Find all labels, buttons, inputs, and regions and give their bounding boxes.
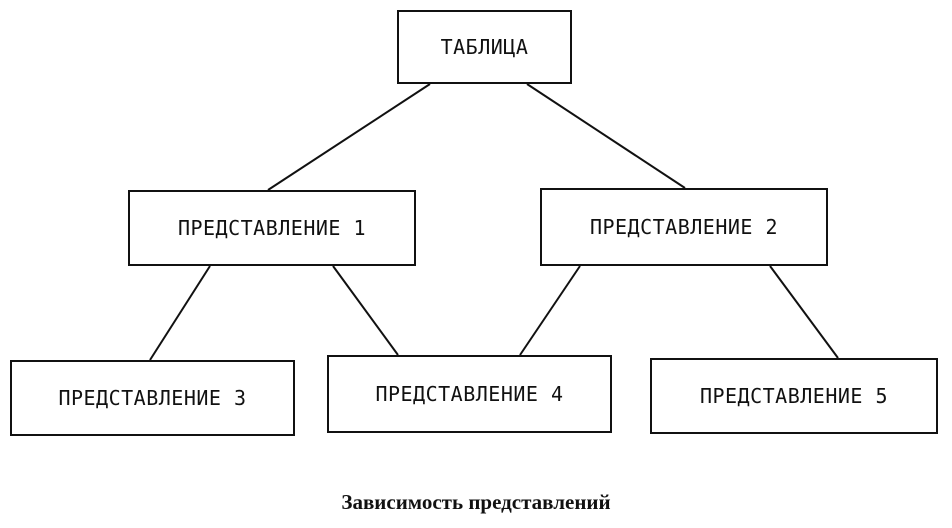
node-view-3: ПРЕДСТАВЛЕНИЕ 3 xyxy=(10,360,295,436)
node-view-1-label: ПРЕДСТАВЛЕНИЕ 1 xyxy=(177,216,367,240)
edge-table-view1 xyxy=(267,83,431,191)
node-view-2-label: ПРЕДСТАВЛЕНИЕ 2 xyxy=(589,215,779,239)
node-table-label: ТАБЛИЦА xyxy=(440,35,529,59)
edge-view2-view5 xyxy=(769,265,839,359)
node-view-4-label: ПРЕДСТАВЛЕНИЕ 4 xyxy=(375,382,564,406)
edge-view1-view3 xyxy=(149,265,211,361)
node-view-5: ПРЕДСТАВЛЕНИЕ 5 xyxy=(650,358,938,434)
node-view-4: ПРЕДСТАВЛЕНИЕ 4 xyxy=(327,355,612,433)
node-view-2: ПРЕДСТАВЛЕНИЕ 2 xyxy=(540,188,828,266)
node-view-3-label: ПРЕДСТАВЛЕНИЕ 3 xyxy=(58,386,247,410)
node-table: ТАБЛИЦА xyxy=(397,10,572,84)
edge-table-view2 xyxy=(526,83,686,189)
node-view-5-label: ПРЕДСТАВЛЕНИЕ 5 xyxy=(699,384,889,408)
edge-view1-view4 xyxy=(332,265,399,356)
node-view-1: ПРЕДСТАВЛЕНИЕ 1 xyxy=(128,190,416,266)
edge-view2-view4 xyxy=(519,265,581,356)
diagram-caption: Зависимость представлений xyxy=(341,490,611,514)
